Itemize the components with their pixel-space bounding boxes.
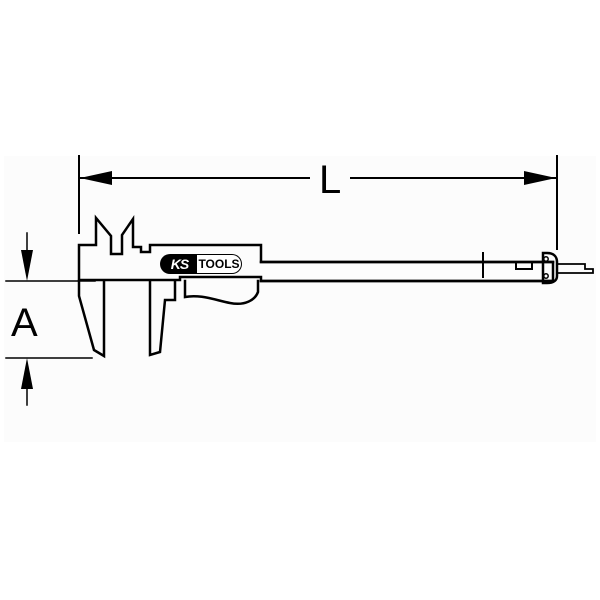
fixed-lower-jaw (77, 279, 106, 359)
brand-logo: KS TOOLS (160, 254, 243, 274)
arrowhead-left-icon (80, 171, 112, 185)
dimension-label-A: A (11, 301, 38, 345)
dimension-L (78, 155, 558, 250)
caliper-body (77, 214, 594, 359)
depth-rod (556, 263, 594, 274)
logo-ks: KS (160, 254, 199, 274)
thumb-grip (183, 279, 260, 305)
beam-slot (515, 261, 533, 270)
screw-top-icon (543, 256, 549, 262)
screw-bottom-icon (543, 273, 549, 279)
main-frame (77, 214, 555, 283)
dimension-A (5, 232, 96, 406)
arrowhead-up-icon (21, 358, 33, 389)
sliding-lower-jaw (148, 279, 177, 357)
dimension-label-L: L (319, 158, 342, 202)
end-cap (541, 251, 559, 285)
arrowhead-down-icon (21, 250, 33, 281)
drawing-backdrop (4, 156, 596, 442)
arrowhead-right-icon (524, 171, 556, 185)
logo-tools: TOOLS (197, 254, 242, 274)
